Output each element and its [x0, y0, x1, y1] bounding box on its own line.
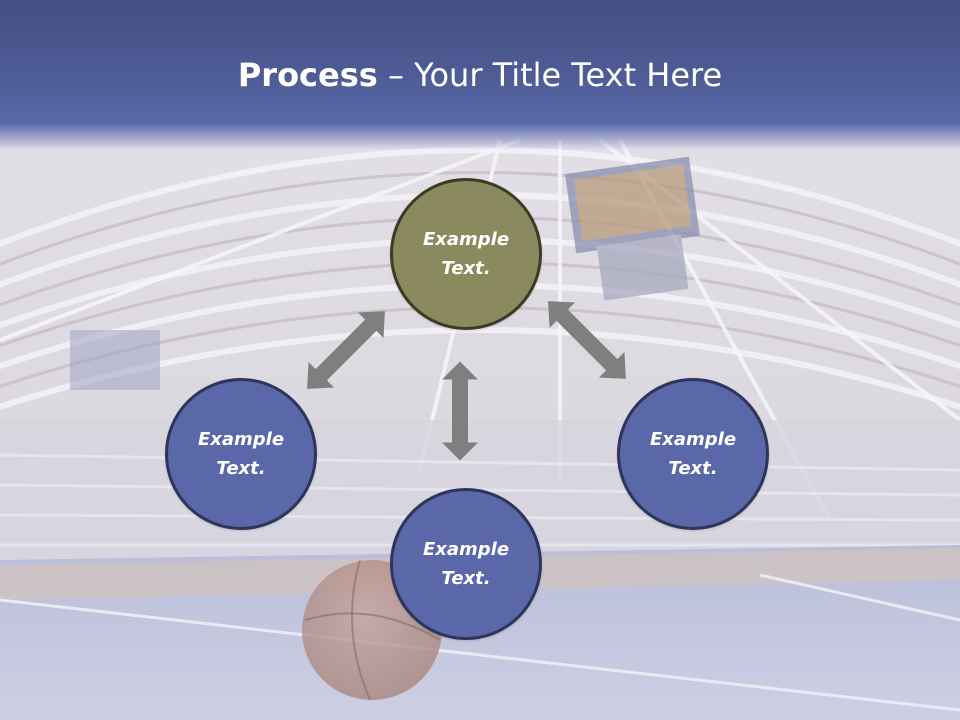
title-bold-part: Process	[237, 56, 378, 94]
title-rest: – Your Title Text Here	[377, 56, 723, 94]
node-left: Example Text.	[165, 378, 317, 530]
node-left-label: Example Text.	[197, 429, 285, 479]
node-bottom: Example Text.	[390, 488, 542, 640]
node-bottom-label: Example Text.	[422, 539, 510, 589]
node-top-label: Example Text.	[422, 229, 510, 279]
node-top: Example Text.	[390, 178, 542, 330]
node-right: Example Text.	[617, 378, 769, 530]
node-right-label: Example Text.	[649, 429, 737, 479]
slide-title: Process – Your Title Text Here	[0, 52, 960, 98]
title-bar	[0, 0, 960, 150]
